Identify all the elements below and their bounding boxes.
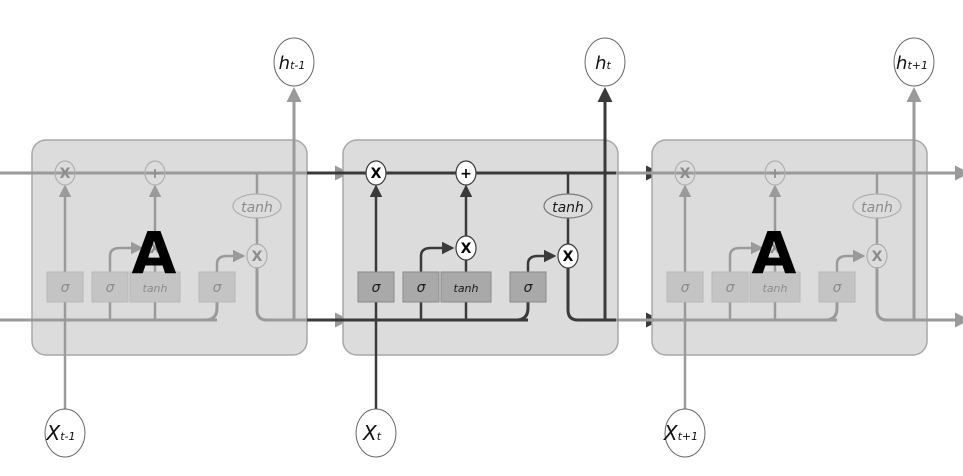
cell-label: A bbox=[132, 219, 177, 287]
output-node-label: ht-1 bbox=[279, 53, 306, 74]
output-base: h bbox=[595, 53, 606, 74]
output-gate-feed bbox=[515, 302, 530, 322]
gate-box bbox=[402, 271, 440, 303]
output-multiply-op-circle bbox=[557, 243, 579, 269]
output-multiply-op-circle bbox=[866, 243, 888, 269]
tanh-gate-label: tanh bbox=[763, 282, 788, 295]
output-multiply-op-label: X bbox=[872, 249, 883, 265]
cell-tanh-ellipse bbox=[232, 193, 282, 219]
output-node-label: ht+1 bbox=[896, 53, 928, 74]
add-op-label: + bbox=[769, 166, 781, 182]
input-base: X bbox=[362, 421, 378, 445]
gate-box bbox=[440, 271, 492, 303]
input-multiply-op-label: X bbox=[150, 241, 161, 257]
input-node bbox=[355, 408, 397, 458]
input-node bbox=[44, 408, 86, 458]
gate-box bbox=[129, 271, 181, 303]
cell-tanh-ellipse bbox=[543, 193, 593, 219]
hidden-output-line bbox=[255, 267, 350, 328]
output-node-label: ht bbox=[595, 53, 611, 74]
sigma-gate-label: σ bbox=[417, 280, 427, 296]
input-node-label: Xt+1 bbox=[663, 421, 698, 445]
input-gate-arrow bbox=[108, 241, 144, 272]
forget-multiply-op-label: X bbox=[60, 166, 71, 182]
cell-tanh-label: tanh bbox=[861, 200, 893, 216]
input-node-label: Xt bbox=[362, 421, 382, 445]
sigma-gate-label: σ bbox=[213, 280, 223, 296]
sigma-gate-label: σ bbox=[61, 280, 71, 296]
sigma-gate-label: σ bbox=[372, 280, 382, 296]
gate-box bbox=[749, 271, 801, 303]
input-base: X bbox=[46, 421, 62, 445]
output-sub: t bbox=[607, 59, 612, 72]
input-sub: t-1 bbox=[60, 430, 75, 443]
forget-multiply-op-circle bbox=[365, 160, 387, 186]
forget-multiply-op-label: X bbox=[680, 166, 691, 182]
sigma-gate-label: σ bbox=[681, 280, 691, 296]
output-base: h bbox=[896, 53, 907, 74]
output-base: h bbox=[279, 53, 290, 74]
output-gate-feed bbox=[824, 302, 839, 322]
input-sub: t bbox=[377, 430, 382, 443]
hidden-output-line bbox=[875, 267, 963, 328]
input-sub: t+1 bbox=[678, 430, 699, 443]
gate-box bbox=[91, 271, 129, 303]
cell-tanh-ellipse bbox=[852, 193, 902, 219]
tanh-gate-label: tanh bbox=[454, 282, 479, 295]
gate-box bbox=[357, 271, 395, 303]
forget-multiply-op-circle bbox=[674, 160, 696, 186]
input-multiply-op-circle bbox=[455, 235, 477, 261]
input-multiply-op-circle bbox=[144, 235, 166, 261]
gate-box bbox=[198, 271, 236, 303]
gate-box bbox=[46, 271, 84, 303]
output-node bbox=[893, 37, 935, 87]
output-gate-feed bbox=[204, 302, 219, 322]
input-gate-arrow bbox=[728, 241, 764, 272]
cell-tanh-label: tanh bbox=[552, 200, 584, 216]
input-multiply-op-circle bbox=[764, 235, 786, 261]
input-node bbox=[664, 408, 706, 458]
output-multiply-op-label: X bbox=[563, 249, 574, 265]
output-gate-arrow bbox=[835, 249, 866, 272]
cell-tanh-label: tanh bbox=[241, 200, 273, 216]
add-op-label: + bbox=[149, 166, 161, 182]
add-op-circle bbox=[764, 160, 786, 186]
tanh-gate-label: tanh bbox=[143, 282, 168, 295]
output-sub: t+1 bbox=[907, 59, 928, 72]
input-multiply-op-label: X bbox=[461, 241, 472, 257]
output-node bbox=[584, 37, 626, 87]
gate-box bbox=[509, 271, 547, 303]
add-op-label: + bbox=[460, 166, 472, 182]
output-gate-arrow bbox=[526, 249, 557, 272]
sigma-gate-label: σ bbox=[106, 280, 116, 296]
add-op-circle bbox=[455, 160, 477, 186]
output-multiply-op-label: X bbox=[252, 249, 263, 265]
output-multiply-op-circle bbox=[246, 243, 268, 269]
forget-multiply-op-circle bbox=[54, 160, 76, 186]
hidden-output-line bbox=[566, 267, 661, 328]
gate-box bbox=[711, 271, 749, 303]
output-gate-arrow bbox=[215, 249, 246, 272]
sigma-gate-label: σ bbox=[524, 280, 534, 296]
cell-label: A bbox=[752, 219, 797, 287]
input-multiply-op-label: X bbox=[770, 241, 781, 257]
input-base: X bbox=[663, 421, 679, 445]
add-op-circle bbox=[144, 160, 166, 186]
forget-multiply-op-label: X bbox=[371, 166, 382, 182]
input-node-label: Xt-1 bbox=[46, 421, 76, 445]
gate-box bbox=[666, 271, 704, 303]
sigma-gate-label: σ bbox=[726, 280, 736, 296]
input-gate-arrow bbox=[419, 241, 455, 272]
output-node bbox=[273, 37, 315, 87]
output-sub: t-1 bbox=[290, 59, 305, 72]
gate-box bbox=[818, 271, 856, 303]
sigma-gate-label: σ bbox=[833, 280, 843, 296]
